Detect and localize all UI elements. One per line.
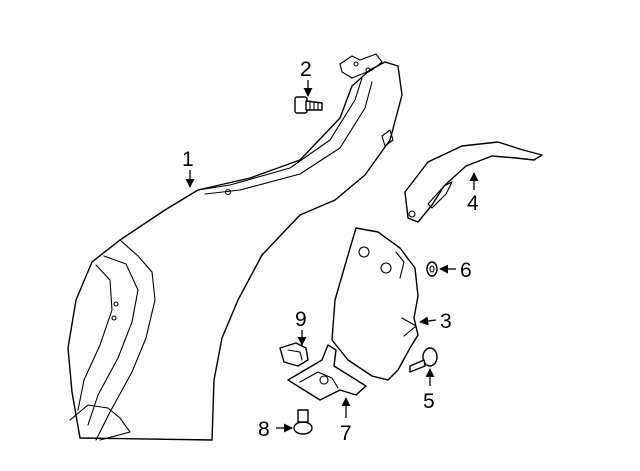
callout-2: 2 bbox=[300, 58, 312, 81]
bolt-part[interactable] bbox=[294, 96, 323, 114]
callout-6: 6 bbox=[460, 259, 472, 282]
grommet-part[interactable] bbox=[426, 261, 438, 277]
screw-part[interactable] bbox=[409, 347, 438, 373]
wheelhouse-extension-part[interactable] bbox=[404, 141, 543, 223]
callout-4: 4 bbox=[467, 192, 479, 215]
callout-8: 8 bbox=[258, 418, 270, 441]
callout-3: 3 bbox=[440, 310, 452, 333]
clip-part[interactable] bbox=[279, 342, 309, 367]
callout-5: 5 bbox=[423, 390, 435, 413]
bracket-part[interactable] bbox=[287, 344, 367, 401]
callout-7: 7 bbox=[340, 422, 352, 445]
callout-numbers: 1 2 3 4 5 6 7 8 9 bbox=[182, 58, 479, 445]
quarter-panel-part[interactable] bbox=[67, 53, 403, 441]
screw-part[interactable] bbox=[293, 409, 313, 435]
leader-lines bbox=[185, 80, 479, 433]
splash-shield-part[interactable] bbox=[331, 227, 419, 381]
callout-9: 9 bbox=[295, 308, 307, 331]
callout-1: 1 bbox=[182, 148, 194, 171]
